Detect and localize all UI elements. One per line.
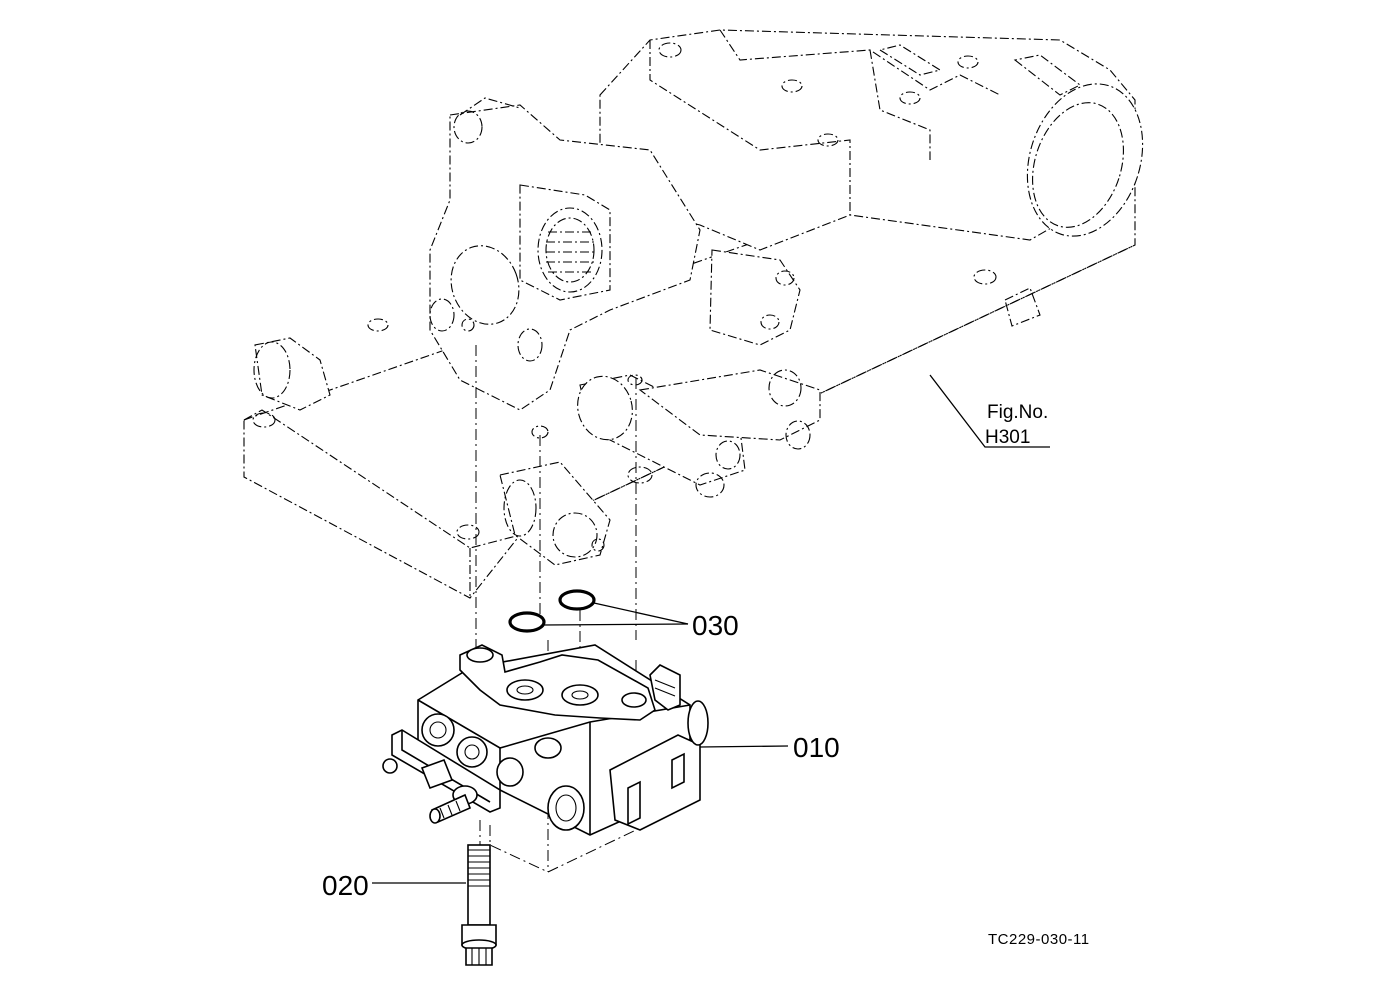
leader-lines	[372, 374, 1050, 884]
part-label-010: 010	[793, 732, 840, 763]
drawing-code: TC229-030-11	[988, 931, 1090, 948]
leader-030-b	[593, 602, 689, 625]
o-ring-left	[508, 611, 546, 633]
o-ring-right	[558, 589, 596, 611]
part-label-030: 030	[692, 610, 739, 641]
o-rings-030	[508, 589, 596, 633]
fig-ref-number: H301	[985, 427, 1030, 448]
fig-ref-title: Fig.No.	[987, 402, 1048, 423]
leader-010	[699, 745, 789, 748]
leader-fig-ref	[929, 374, 1050, 448]
reference-housing	[243, 29, 1144, 599]
part-label-020: 020	[322, 870, 369, 901]
bolt-020	[461, 844, 497, 966]
leader-030-a	[542, 623, 689, 626]
control-valve-010	[382, 644, 709, 873]
